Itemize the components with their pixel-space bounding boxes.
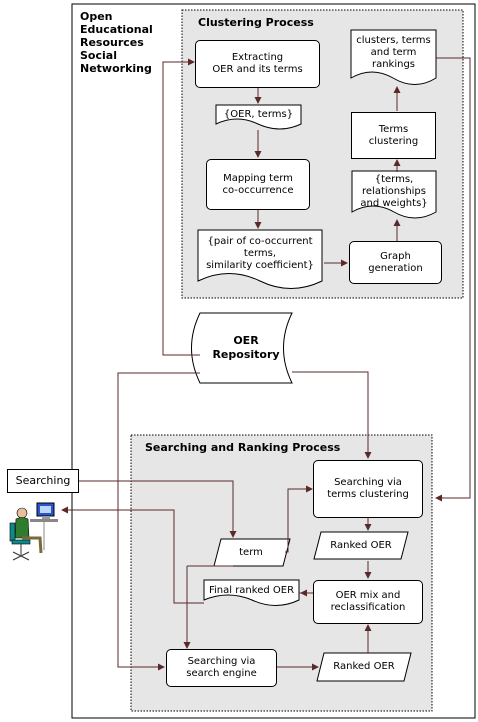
- oer-terms-shape: [215, 104, 302, 130]
- graph-box: Graph generation: [349, 241, 442, 284]
- ranked-bottom-label: Ranked OER: [333, 661, 395, 672]
- repository-shape: [191, 312, 293, 384]
- user-searching-box: Searching: [7, 469, 79, 493]
- extracting-box: Extracting OER and its terms: [195, 40, 320, 88]
- via-clusters-box: Searching via terms clustering: [313, 460, 423, 518]
- searching-title: Searching and Ranking Process: [145, 441, 341, 454]
- pair-shape: [197, 229, 323, 289]
- oer-terms-label: {OER, terms}: [223, 108, 294, 120]
- user-at-computer-icon: [9, 502, 58, 561]
- repository-label: OER Repository: [212, 334, 280, 361]
- term-label: term: [239, 546, 263, 558]
- pair-label: {pair of co-occurrent terms, similarity …: [206, 236, 314, 271]
- ranked-bottom-shape: [316, 652, 412, 682]
- ranked-top-shape: [313, 531, 409, 560]
- via-engine-box: Searching via search engine: [166, 649, 277, 687]
- output-shape: [350, 29, 437, 85]
- final-ranked-shape: [203, 579, 300, 606]
- relationships-label: {terms, relationships and weights}: [360, 174, 428, 209]
- output-label: clusters, terms and term rankings: [356, 35, 431, 70]
- container-label: Open Educational Resources Social Networ…: [80, 10, 153, 75]
- final-ranked-label: Final ranked OER: [208, 584, 295, 596]
- clustering-title: Clustering Process: [198, 16, 314, 29]
- ranked-top-label: Ranked OER: [330, 539, 392, 551]
- terms-clustering-box: Terms clustering: [351, 112, 436, 159]
- relationships-shape: [351, 170, 437, 219]
- mix-box: OER mix and reclassification: [313, 580, 423, 624]
- mapping-box: Mapping term co-occurrence: [206, 159, 310, 210]
- term-shape: [213, 538, 291, 567]
